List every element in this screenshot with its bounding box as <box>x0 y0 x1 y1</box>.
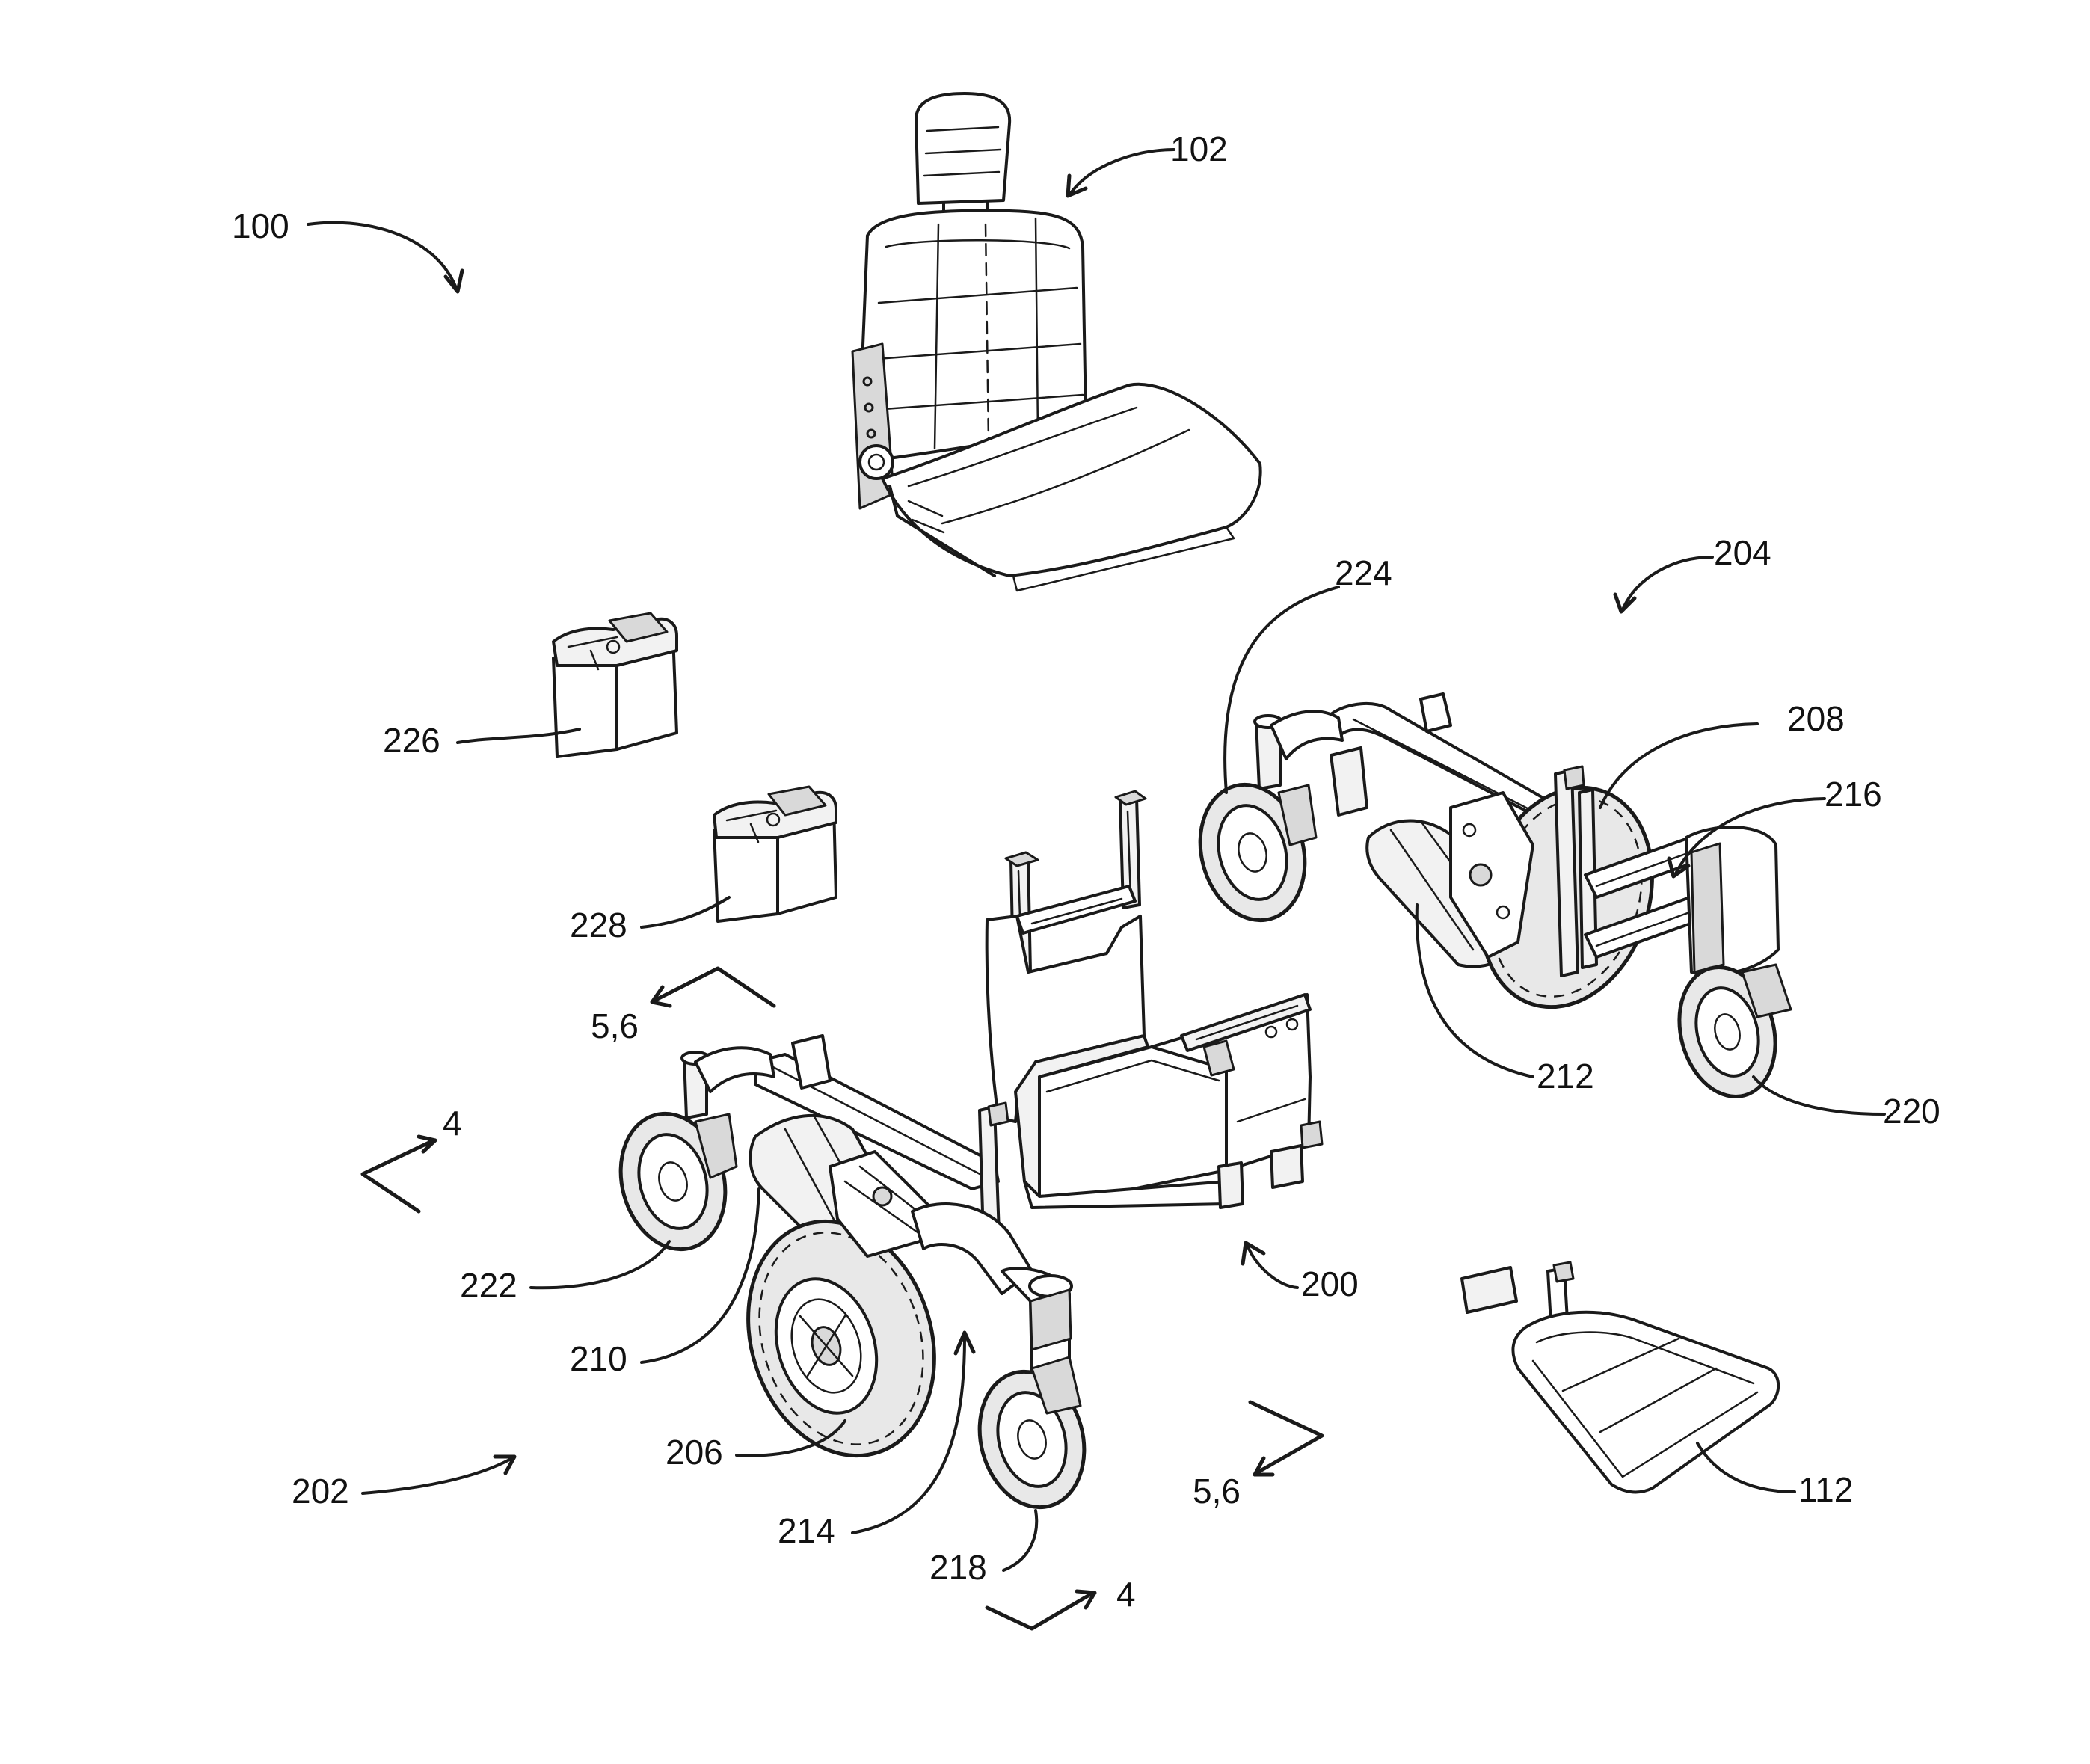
label-100: 100 <box>232 206 289 245</box>
label-section-4-bottom: 4 <box>1116 1575 1136 1614</box>
label-112: 112 <box>1798 1470 1853 1509</box>
label-section-56-right: 5,6 <box>1193 1472 1241 1511</box>
battery-icon <box>714 787 836 921</box>
label-214: 214 <box>778 1511 835 1550</box>
label-204: 204 <box>1714 533 1771 572</box>
label-200: 200 <box>1301 1264 1359 1303</box>
label-228: 228 <box>570 906 627 944</box>
label-220: 220 <box>1883 1092 1940 1131</box>
label-218: 218 <box>929 1548 987 1587</box>
label-222: 222 <box>460 1266 517 1305</box>
label-section-4-left: 4 <box>443 1104 462 1143</box>
section-marker-4-left <box>363 1137 435 1211</box>
label-102: 102 <box>1170 129 1228 168</box>
section-marker-56-left <box>652 968 774 1006</box>
label-section-56-left: 5,6 <box>591 1007 639 1045</box>
section-marker-56-right <box>1250 1402 1322 1475</box>
label-224: 224 <box>1335 553 1392 592</box>
label-206: 206 <box>666 1433 723 1472</box>
label-202: 202 <box>292 1472 349 1511</box>
label-210: 210 <box>570 1339 627 1378</box>
battery-icon <box>553 613 677 757</box>
footrest-icon <box>1462 1262 1778 1492</box>
label-212: 212 <box>1537 1057 1594 1095</box>
label-226: 226 <box>383 721 440 760</box>
section-marker-4-bottom <box>987 1591 1095 1629</box>
label-216: 216 <box>1825 775 1882 814</box>
label-208: 208 <box>1787 699 1845 738</box>
